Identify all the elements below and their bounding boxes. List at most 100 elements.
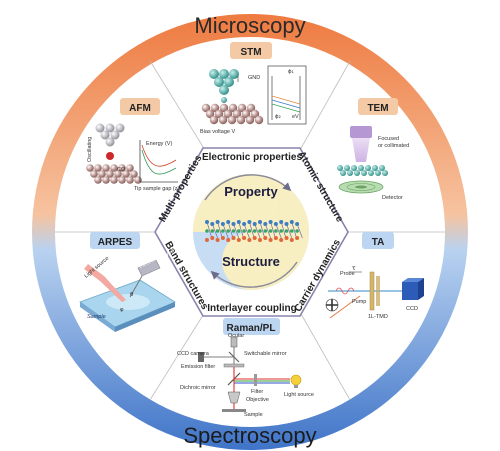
lattice-atom-middle [247, 229, 252, 233]
tem-tag [358, 98, 398, 115]
lattice-atom-top [242, 222, 247, 226]
raman-filter-label: Filter [251, 389, 263, 395]
stm-tip-atom [209, 69, 219, 79]
tem-sample-atom [379, 165, 385, 171]
tem-sample-atom [375, 170, 381, 176]
lattice-atom-middle [221, 229, 225, 233]
afm-surface-atom [114, 170, 122, 178]
afm-surface-atom [126, 176, 134, 184]
lattice-atom-bottom [252, 236, 257, 240]
afm-energy-plot [139, 140, 178, 183]
arpes-analyzer [129, 259, 161, 298]
lattice-atom-middle [242, 229, 246, 233]
stm-surface-atom [227, 115, 237, 125]
lattice-atom-middle [258, 229, 262, 233]
structure-label: Structure [222, 254, 280, 269]
lattice-atom-top [231, 222, 236, 226]
stm-energy-diagram [267, 65, 307, 125]
afm-surface-atom [110, 176, 118, 184]
lattice-atom-bottom [247, 238, 252, 242]
stm-phi1: ϕ₁ [288, 69, 294, 75]
stm-surface-atom [245, 115, 255, 125]
stm-ev: eV [292, 114, 299, 120]
stm-surface-atom [223, 109, 233, 119]
arpes-panel: ARPES Light source Electron analyzer Sam… [79, 232, 176, 332]
stm-surface-atom [250, 109, 260, 119]
stm-tip-atom [214, 77, 224, 87]
stm-surface-atom [214, 109, 224, 119]
lattice-atom-top [273, 222, 278, 226]
hex-label-electronic-properties: Electronic properties [202, 152, 302, 163]
afm-surface-atom [94, 176, 102, 184]
stm-tip-apex-atom [221, 97, 227, 103]
tem-sample-atom [368, 170, 374, 176]
lattice-atom-top [205, 220, 209, 224]
lattice-atom-top [295, 222, 300, 226]
lattice-atom-bottom [205, 238, 209, 242]
tem-detector-label: Detector [382, 195, 403, 201]
stm-surface-atom [210, 103, 220, 113]
raman-emission-label: Emission filter [181, 364, 215, 370]
stm-tag-label: STM [240, 47, 261, 58]
afm-surface-atom [102, 176, 110, 184]
ta-tau-label: τ [352, 265, 356, 272]
afm-tip-atom [115, 123, 125, 133]
tem-focused-label: Focused [378, 136, 399, 142]
lattice-atom-middle [252, 229, 257, 233]
arpes-tag-label: ARPES [98, 237, 133, 248]
lattice-atom-middle [263, 229, 268, 233]
lattice-atom-top [284, 222, 289, 226]
lattice-bond [211, 223, 218, 239]
tem-beam [350, 126, 372, 162]
stm-tip-atom [224, 77, 234, 87]
lattice-atom-bottom [289, 238, 294, 242]
raman-sample-label: Sample [244, 412, 263, 418]
arpes-phi: φ [120, 307, 124, 313]
afm-tip-atom [105, 137, 115, 147]
lattice-bond [222, 223, 229, 239]
tem-sample-atom [372, 165, 378, 171]
arpes-sample-label: Sample [87, 314, 106, 320]
stm-surface-atom [205, 109, 215, 119]
lattice-atom-middle [268, 229, 273, 233]
microscopy-label: Microscopy [194, 13, 305, 38]
stm-surface-atom [219, 103, 229, 113]
stm-surface-atom [254, 115, 264, 125]
stm-tip [209, 69, 239, 103]
lattice-atom-bottom [295, 236, 300, 240]
lattice-atom-bottom [268, 238, 273, 242]
lattice-atom-middle [290, 229, 294, 233]
lattice-atom-bottom [220, 236, 225, 240]
afm-surface-atom [102, 164, 110, 172]
lattice-atom-middle [210, 229, 215, 233]
stm-tip-atom [219, 69, 229, 79]
lattice-atom-bottom [215, 238, 220, 242]
spectroscopy-label: Spectroscopy [183, 423, 316, 448]
raman-ocular-label: Ocular [228, 333, 244, 339]
lattice-atom-middle [279, 229, 284, 233]
afm-surface [86, 164, 142, 184]
lattice-atom-bottom [263, 236, 268, 240]
lattice-atom-top [279, 220, 284, 224]
afm-tip-atom [95, 123, 105, 133]
ta-tmd-label: 1L-TMD [368, 314, 388, 320]
afm-oscillating-label: Oscillating [87, 137, 93, 162]
raman-light-label: Light source [284, 392, 314, 398]
lattice-atom-middle [237, 229, 241, 233]
hex-label-interlayer-coupling: Interlayer coupling [207, 303, 296, 314]
lattice-atom-bottom [210, 236, 215, 240]
afm-co-label: CO [117, 167, 126, 173]
lattice-atom-top [289, 220, 294, 224]
afm-tip-atom [105, 123, 115, 133]
stm-tag [230, 42, 272, 59]
yin-yang-center [193, 174, 309, 290]
lattice-atom-top [247, 220, 252, 224]
lattice-bond [286, 223, 293, 239]
stm-surface-atom [201, 103, 211, 113]
arpes-theta: θ [130, 292, 134, 298]
raman-panel: Raman/PL Ocular CCD camera Switchable mi… [177, 318, 314, 418]
afm-tip-atom [100, 130, 110, 140]
tem-detector [338, 180, 384, 194]
raman-objective-label: Objective [246, 397, 269, 403]
afm-surface-atom [134, 176, 142, 184]
